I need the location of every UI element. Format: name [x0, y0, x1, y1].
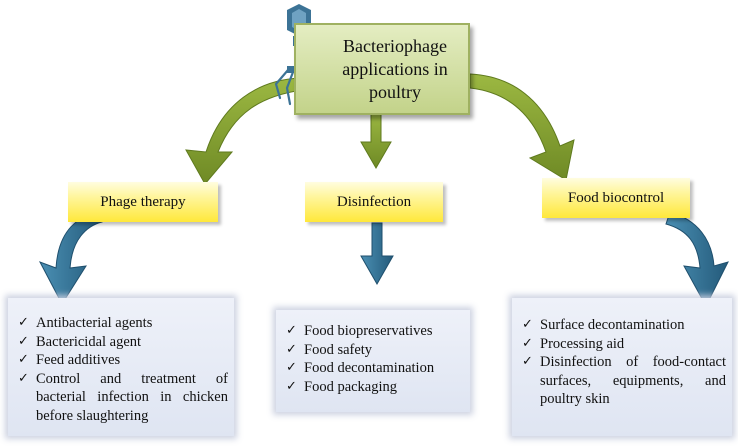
- list-item: ✓Processing aid: [522, 335, 625, 352]
- check-icon: ✓: [522, 354, 533, 369]
- arrow-root-to-phage-therapy: [185, 77, 303, 185]
- root-node: Bacteriophage applications in poultry: [294, 23, 470, 115]
- list-item: ✓Food packaging: [286, 378, 398, 395]
- check-icon: ✓: [18, 370, 29, 386]
- check-icon: ✓: [286, 341, 297, 357]
- arrow-food-biocontrol-to-list: [665, 211, 729, 308]
- arrow-root-to-food-biocontrol: [469, 73, 575, 181]
- list-item: ✓Control and treatment of bacterial infe…: [18, 370, 228, 424]
- check-icon: ✓: [286, 378, 297, 394]
- list-item: ✓Bactericidal agent: [18, 333, 142, 350]
- list-item: ✓Feed additives: [18, 352, 121, 368]
- list-item: ✓Food safety: [286, 341, 373, 358]
- check-icon: ✓: [286, 360, 297, 375]
- root-label: Bacteriophage applications in poultry: [342, 35, 448, 102]
- list-panel-phage-therapy: ✓Antibacterial agents ✓Bactericidal agen…: [8, 298, 234, 436]
- list-panel-food-biocontrol: ✓Surface decontamination ✓Processing aid…: [512, 298, 732, 436]
- category-disinfection: Disinfection: [305, 182, 443, 222]
- category-phage-therapy: Phage therapy: [68, 182, 218, 222]
- check-icon: ✓: [18, 352, 29, 367]
- list-item: ✓Disinfection of food-contact surfaces, …: [522, 354, 726, 407]
- arrow-disinfection-to-list: [360, 222, 394, 286]
- arrow-phage-therapy-to-list: [38, 211, 103, 306]
- check-icon: ✓: [522, 317, 533, 332]
- category-food-biocontrol: Food biocontrol: [542, 178, 690, 218]
- list-item: ✓Food biopreservatives: [286, 323, 433, 339]
- category-label: Food biocontrol: [567, 189, 665, 206]
- category-label: Phage therapy: [100, 193, 186, 210]
- list-item: ✓Surface decontamination: [522, 317, 685, 333]
- category-label: Disinfection: [336, 193, 412, 210]
- list-panel-disinfection: ✓Food biopreservatives ✓Food safety ✓Foo…: [276, 310, 470, 412]
- check-icon: ✓: [18, 333, 29, 349]
- check-icon: ✓: [18, 315, 29, 330]
- check-icon: ✓: [286, 323, 297, 338]
- check-icon: ✓: [522, 335, 533, 351]
- list-item: ✓Antibacterial agents: [18, 315, 153, 331]
- list-item: ✓Food decontamination: [286, 360, 435, 376]
- arrow-root-to-disinfection: [360, 111, 392, 170]
